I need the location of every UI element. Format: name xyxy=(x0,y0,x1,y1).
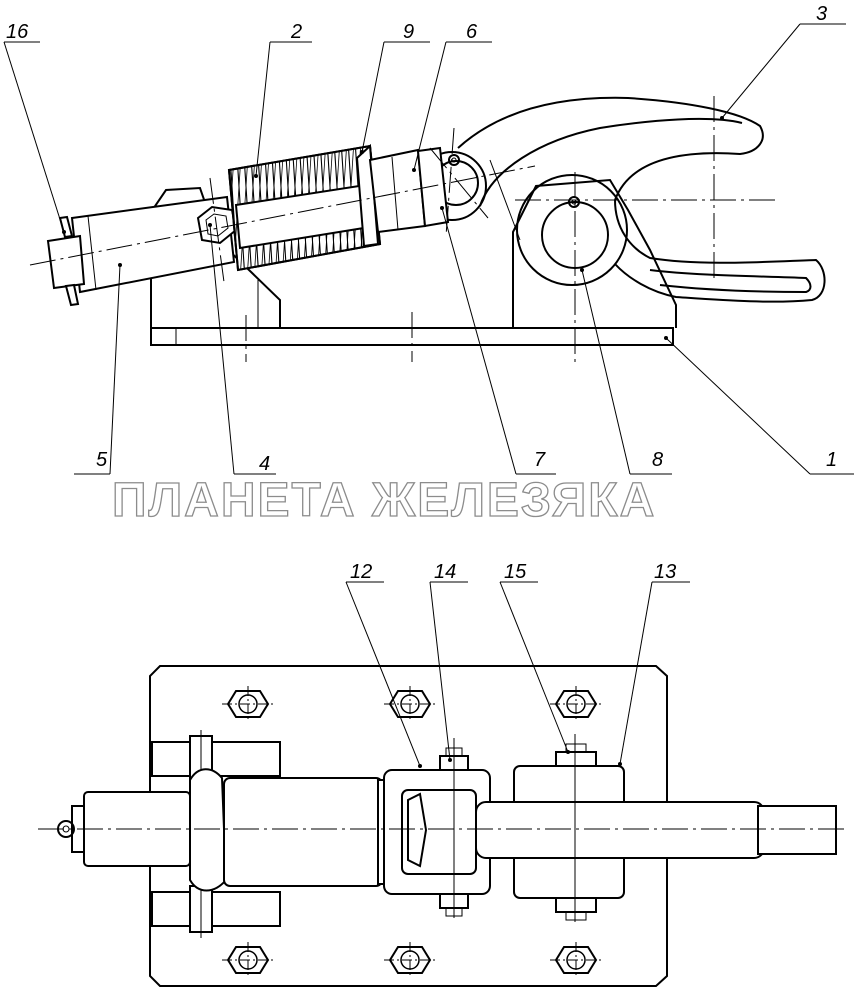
top-cylinder xyxy=(57,768,391,892)
mounting-hole xyxy=(222,942,274,978)
top-lever xyxy=(475,734,837,922)
callout-14: 14 xyxy=(434,561,456,583)
leader-line xyxy=(499,581,570,754)
leader-lines xyxy=(3,23,854,768)
pivot-grease-nipple xyxy=(568,196,580,208)
mounting-holes xyxy=(222,686,602,978)
callout-12: 12 xyxy=(350,561,372,583)
rod-eye xyxy=(416,146,450,228)
callout-4: 4 xyxy=(259,453,270,475)
joint-grease-nipple xyxy=(448,154,460,166)
callout-7: 7 xyxy=(534,449,546,471)
callout-9: 9 xyxy=(403,21,414,43)
right-bracket xyxy=(512,178,677,328)
leader-line xyxy=(720,23,846,120)
mounting-hole xyxy=(222,686,274,722)
callout-8: 8 xyxy=(652,449,663,471)
callout-13: 13 xyxy=(654,561,676,583)
main-axis xyxy=(29,165,536,266)
mounting-hole xyxy=(550,686,602,722)
leader-line xyxy=(429,581,468,762)
leader-line xyxy=(208,223,276,475)
mounting-hole xyxy=(550,942,602,978)
mounting-plate xyxy=(149,665,668,987)
leader-line xyxy=(412,41,492,172)
callout-3: 3 xyxy=(816,3,827,25)
end-fitting xyxy=(46,215,86,307)
mounting-hole xyxy=(384,686,436,722)
top-view xyxy=(38,665,848,987)
leader-line xyxy=(664,336,854,475)
callout-5: 5 xyxy=(96,449,108,471)
leader-line xyxy=(345,581,422,768)
sleeve xyxy=(355,143,380,248)
callout-15: 15 xyxy=(504,561,527,583)
leader-line xyxy=(3,41,66,234)
mounting-hole xyxy=(384,942,436,978)
leader-line xyxy=(580,268,672,475)
leader-line xyxy=(360,41,430,154)
side-view xyxy=(29,96,826,362)
callout-6: 6 xyxy=(466,21,478,43)
callout-16: 16 xyxy=(6,21,29,43)
rod-clevis xyxy=(383,738,491,918)
watermark: ПЛАНЕТА ЖЕЛЕЗЯКА xyxy=(112,474,656,527)
leader-line xyxy=(618,581,690,766)
callout-2: 2 xyxy=(290,21,302,43)
leader-line xyxy=(74,263,122,475)
callout-1: 1 xyxy=(826,449,837,471)
pivot-outer-circle xyxy=(516,174,628,286)
leader-line xyxy=(440,206,556,475)
leader-line xyxy=(254,41,312,178)
